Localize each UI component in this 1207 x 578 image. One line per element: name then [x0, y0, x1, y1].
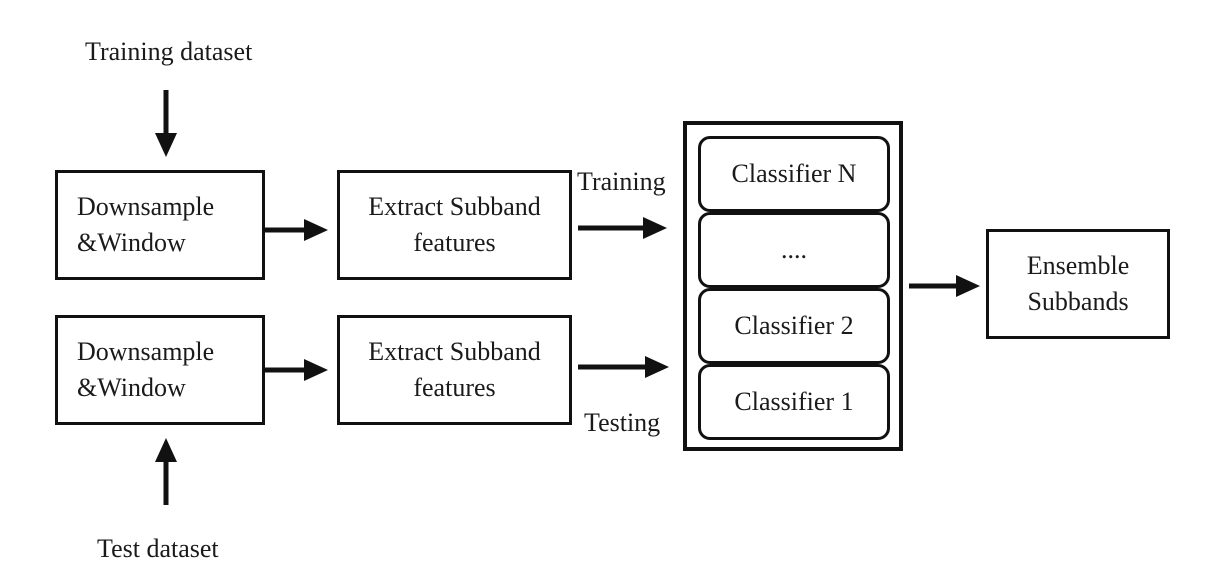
downsample-bottom-line2: &Window: [77, 373, 186, 402]
downsample-window-box-bottom: Downsample &Window: [55, 315, 265, 425]
downsample-top-line2: &Window: [77, 228, 186, 257]
extract-subband-box-top: Extract Subband features: [337, 170, 572, 280]
ensemble-line2: Subbands: [1027, 287, 1129, 316]
arrow-test-up: [155, 438, 177, 505]
arrow-downsample-to-extract-top: [265, 219, 328, 241]
extract-top-line2: features: [413, 228, 496, 257]
arrow-extract-to-classifiers-testing: [578, 356, 669, 378]
arrow-downsample-to-extract-bottom: [265, 359, 328, 381]
ensemble-subbands-box: Ensemble Subbands: [986, 229, 1170, 339]
ensemble-line1: Ensemble: [1026, 251, 1130, 280]
downsample-window-box-top: Downsample &Window: [55, 170, 265, 280]
testing-path-label: Testing: [584, 408, 661, 437]
test-dataset-label: Test dataset: [97, 534, 219, 563]
training-dataset-label: Training dataset: [85, 37, 253, 66]
classifier-ellipsis-box: ....: [698, 212, 890, 288]
arrow-classifiers-to-ensemble: [909, 275, 980, 297]
classifier-1-box: Classifier 1: [698, 364, 890, 440]
extract-subband-box-bottom: Extract Subband features: [337, 315, 572, 425]
arrow-extract-to-classifiers-training: [578, 217, 667, 239]
arrow-training-down: [155, 90, 177, 157]
classifier-stack: Classifier N .... Classifier 2 Classifie…: [683, 121, 903, 451]
classifier-2-box: Classifier 2: [698, 288, 890, 364]
extract-bottom-line1: Extract Subband: [368, 337, 541, 366]
downsample-bottom-line1: Downsample: [77, 337, 215, 366]
downsample-top-line1: Downsample: [77, 192, 215, 221]
extract-top-line1: Extract Subband: [368, 192, 541, 221]
extract-bottom-line2: features: [413, 373, 496, 402]
training-path-label: Training: [577, 167, 666, 196]
classifier-n-box: Classifier N: [698, 136, 890, 212]
